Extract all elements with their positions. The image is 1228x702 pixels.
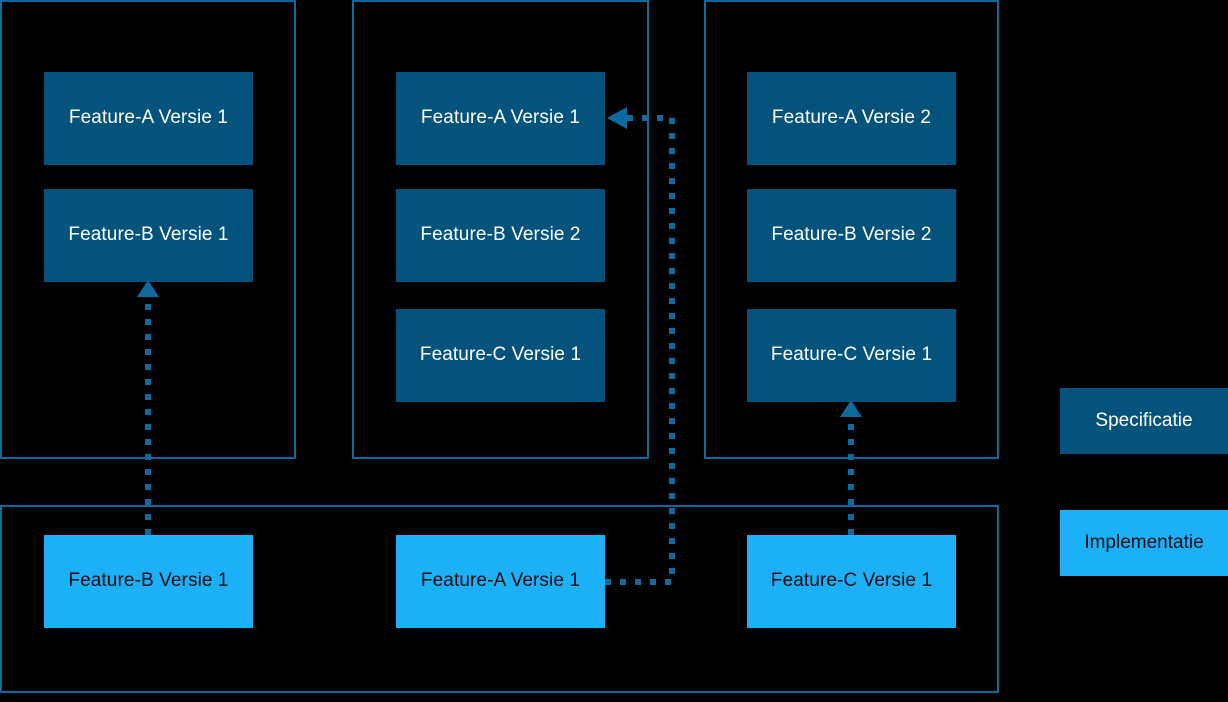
legend-label: Implementatie — [1084, 532, 1204, 553]
node-spec-a1-middle[interactable]: Feature-A Versie 1 — [396, 72, 605, 165]
node-label: Feature-B Versie 2 — [771, 224, 932, 246]
node-impl-c1[interactable]: Feature-C Versie 1 — [747, 535, 956, 628]
impl-group-bottom — [0, 505, 999, 693]
node-label: Feature-B Versie 2 — [420, 224, 581, 246]
node-spec-b1-left[interactable]: Feature-B Versie 1 — [44, 189, 253, 282]
node-label: Feature-C Versie 1 — [419, 344, 582, 366]
legend-specificatie: Specificatie — [1060, 388, 1228, 454]
legend-implementatie: Implementatie — [1060, 510, 1228, 576]
spec-group-left — [0, 0, 296, 459]
node-spec-c1-right[interactable]: Feature-C Versie 1 — [747, 309, 956, 402]
spec-group-middle — [352, 0, 649, 459]
node-label: Feature-A Versie 1 — [420, 107, 581, 129]
node-spec-b2-middle[interactable]: Feature-B Versie 2 — [396, 189, 605, 282]
spec-group-right — [704, 0, 999, 459]
node-spec-a2-right[interactable]: Feature-A Versie 2 — [747, 72, 956, 165]
node-label: Feature-C Versie 1 — [770, 570, 933, 592]
node-label: Feature-B Versie 1 — [68, 570, 229, 592]
node-label: Feature-A Versie 1 — [420, 570, 581, 592]
node-label: Feature-C Versie 1 — [770, 344, 933, 366]
legend-label: Specificatie — [1095, 410, 1193, 431]
node-label: Feature-A Versie 1 — [68, 107, 229, 129]
node-spec-a1-left[interactable]: Feature-A Versie 1 — [44, 72, 253, 165]
node-label: Feature-B Versie 1 — [68, 224, 229, 246]
node-impl-a1[interactable]: Feature-A Versie 1 — [396, 535, 605, 628]
node-spec-b2-right[interactable]: Feature-B Versie 2 — [747, 189, 956, 282]
node-spec-c1-middle[interactable]: Feature-C Versie 1 — [396, 309, 605, 402]
node-label: Feature-A Versie 2 — [771, 107, 932, 129]
node-impl-b1[interactable]: Feature-B Versie 1 — [44, 535, 253, 628]
